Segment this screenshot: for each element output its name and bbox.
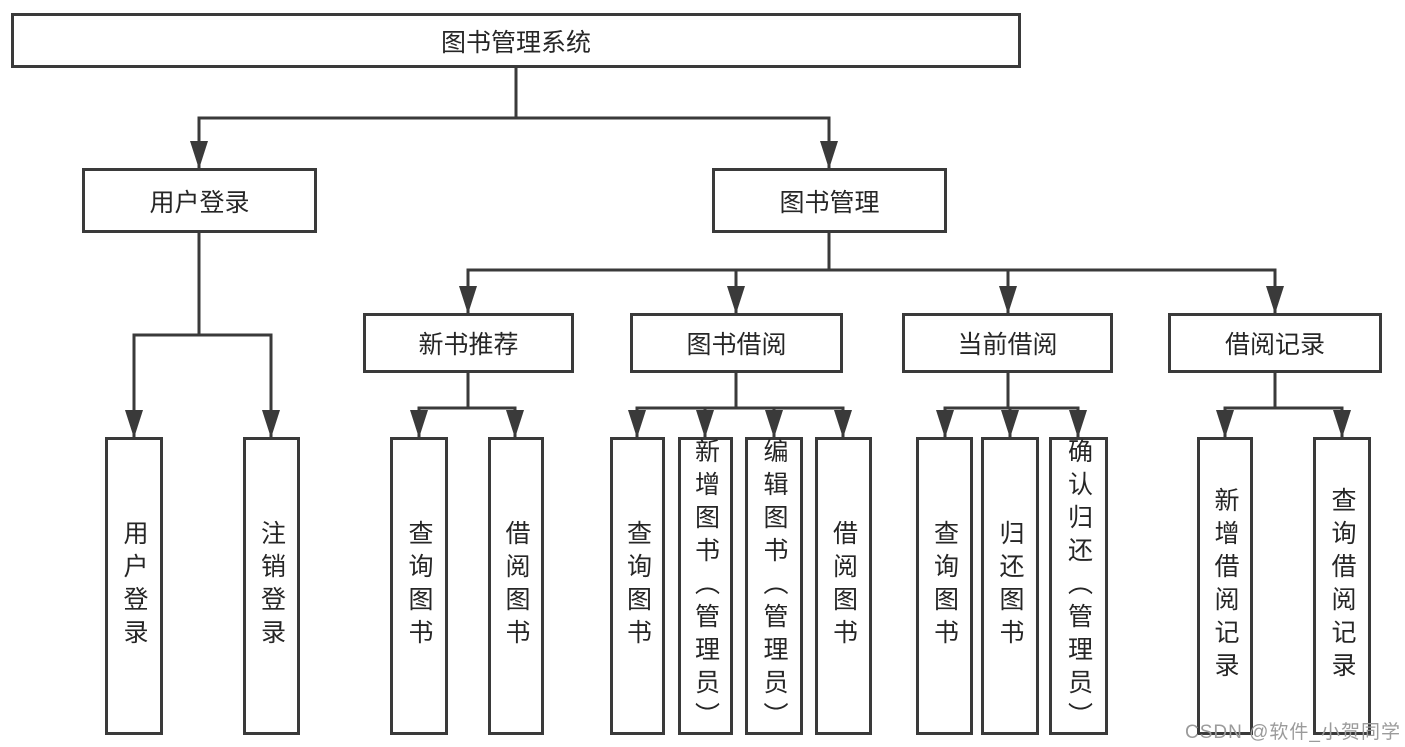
node-new-book-recommend: 新书推荐 [363, 313, 574, 373]
tree-arrows [125, 116, 1351, 439]
leaf-borrowing-add-books-admin: 新增图书（管理员） [678, 437, 733, 735]
leaf-current-query-books: 查询图书 [916, 437, 973, 735]
leaf-current-return-books: 归还图书 [981, 437, 1039, 735]
node-borrowing-records: 借阅记录 [1168, 313, 1382, 373]
leaf-borrowing-query-books: 查询图书 [610, 437, 665, 735]
node-current-borrowing: 当前借阅 [902, 313, 1113, 373]
leaf-records-add-borrow-record: 新增借阅记录 [1197, 437, 1253, 735]
node-library-management-system: 图书管理系统 [11, 13, 1021, 68]
leaf-user-login: 用户登录 [105, 437, 163, 735]
leaf-newbook-borrow-books: 借阅图书 [488, 437, 544, 735]
leaf-newbook-query-books: 查询图书 [390, 437, 448, 735]
watermark: CSDN @软件_小贺同学 [1185, 722, 1401, 743]
leaf-records-query-borrow-record: 查询借阅记录 [1313, 437, 1371, 735]
leaf-borrowing-edit-books-admin: 编辑图书（管理员） [745, 437, 803, 735]
leaf-current-confirm-return-admin: 确认归还（管理员） [1049, 437, 1108, 735]
leaf-logout: 注销登录 [243, 437, 300, 735]
node-book-borrowing: 图书借阅 [630, 313, 843, 373]
node-book-management: 图书管理 [712, 168, 947, 233]
leaf-borrowing-borrow-books: 借阅图书 [815, 437, 872, 735]
node-user-login: 用户登录 [82, 168, 317, 233]
